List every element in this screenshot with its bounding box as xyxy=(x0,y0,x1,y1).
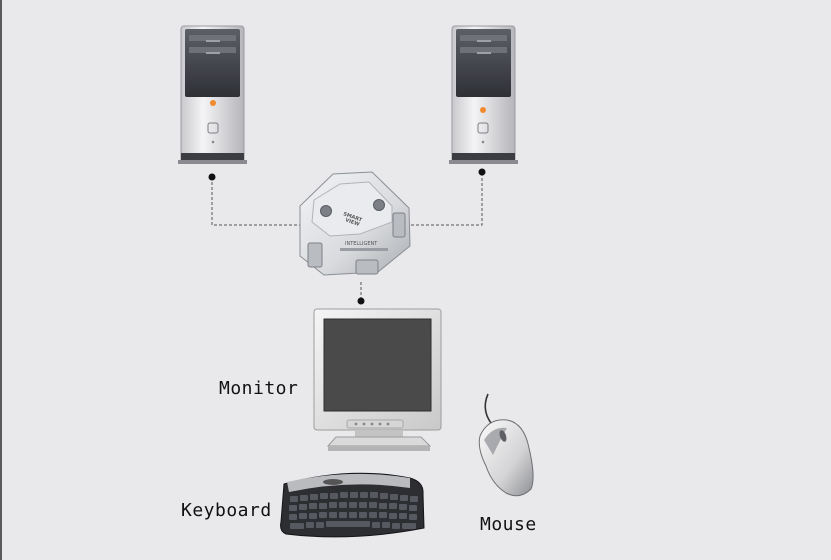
right-pc-port-dot xyxy=(478,168,486,176)
mouse xyxy=(478,393,534,497)
mouse-scroll-wheel xyxy=(499,430,507,442)
kvm-switch: SMART VIEW INTELLIGENT xyxy=(299,171,411,276)
switch-brand-line2: VIEW xyxy=(344,217,360,228)
monitor-port-dot xyxy=(357,297,365,305)
keyboard-label: Keyboard xyxy=(181,500,272,521)
keyboard-hotkey-dial xyxy=(323,479,343,485)
power-led xyxy=(480,107,486,113)
right-pc-tower xyxy=(449,25,518,164)
switch-model-text: INTELLIGENT xyxy=(345,241,378,247)
vga-port-right xyxy=(392,212,406,238)
power-button xyxy=(477,122,489,134)
connection-lines xyxy=(208,168,486,305)
left-pc-cable xyxy=(211,177,300,226)
monitor-screen xyxy=(323,318,432,412)
left-border xyxy=(0,0,2,560)
keyboard-keys xyxy=(289,492,418,529)
vga-port-left xyxy=(307,242,323,268)
left-pc-port-dot xyxy=(208,173,216,181)
power-led xyxy=(210,100,216,106)
monitor-label: Monitor xyxy=(219,378,299,399)
monitor xyxy=(313,308,442,451)
left-pc-tower xyxy=(178,25,247,164)
select-button-left xyxy=(320,205,332,217)
vga-port-console xyxy=(355,259,379,275)
select-button-right xyxy=(373,199,385,211)
mouse-label: Mouse xyxy=(480,514,537,535)
power-button xyxy=(207,122,219,134)
keyboard xyxy=(280,472,425,538)
right-pc-cable xyxy=(410,173,483,226)
